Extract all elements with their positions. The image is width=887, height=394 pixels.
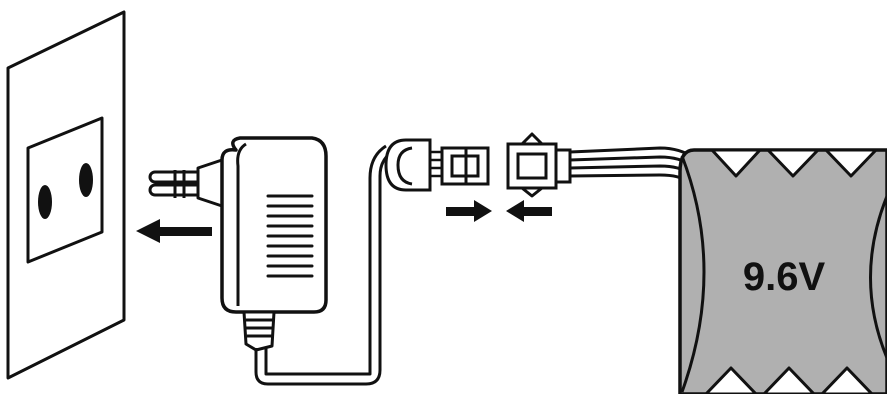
power-adapter-icon (220, 136, 328, 352)
connect-arrow-left-icon (506, 200, 552, 222)
cable-strain-relief (242, 310, 276, 352)
battery-connector-icon (506, 132, 572, 198)
battery-pack-icon: 9.6V (678, 148, 887, 394)
battery-wires (569, 146, 695, 184)
socket-hole-right (79, 163, 93, 197)
socket-hole-left (38, 185, 52, 219)
charger-cable (254, 144, 393, 386)
plug-prongs-icon (148, 156, 230, 210)
unplug-arrow-icon (136, 219, 212, 243)
battery-voltage-label: 9.6V (743, 255, 826, 299)
connect-arrow-right-icon (446, 200, 492, 222)
connector-icon (384, 138, 490, 192)
adapter-vent-lines (266, 194, 314, 278)
wall-outlet-icon (6, 10, 126, 380)
